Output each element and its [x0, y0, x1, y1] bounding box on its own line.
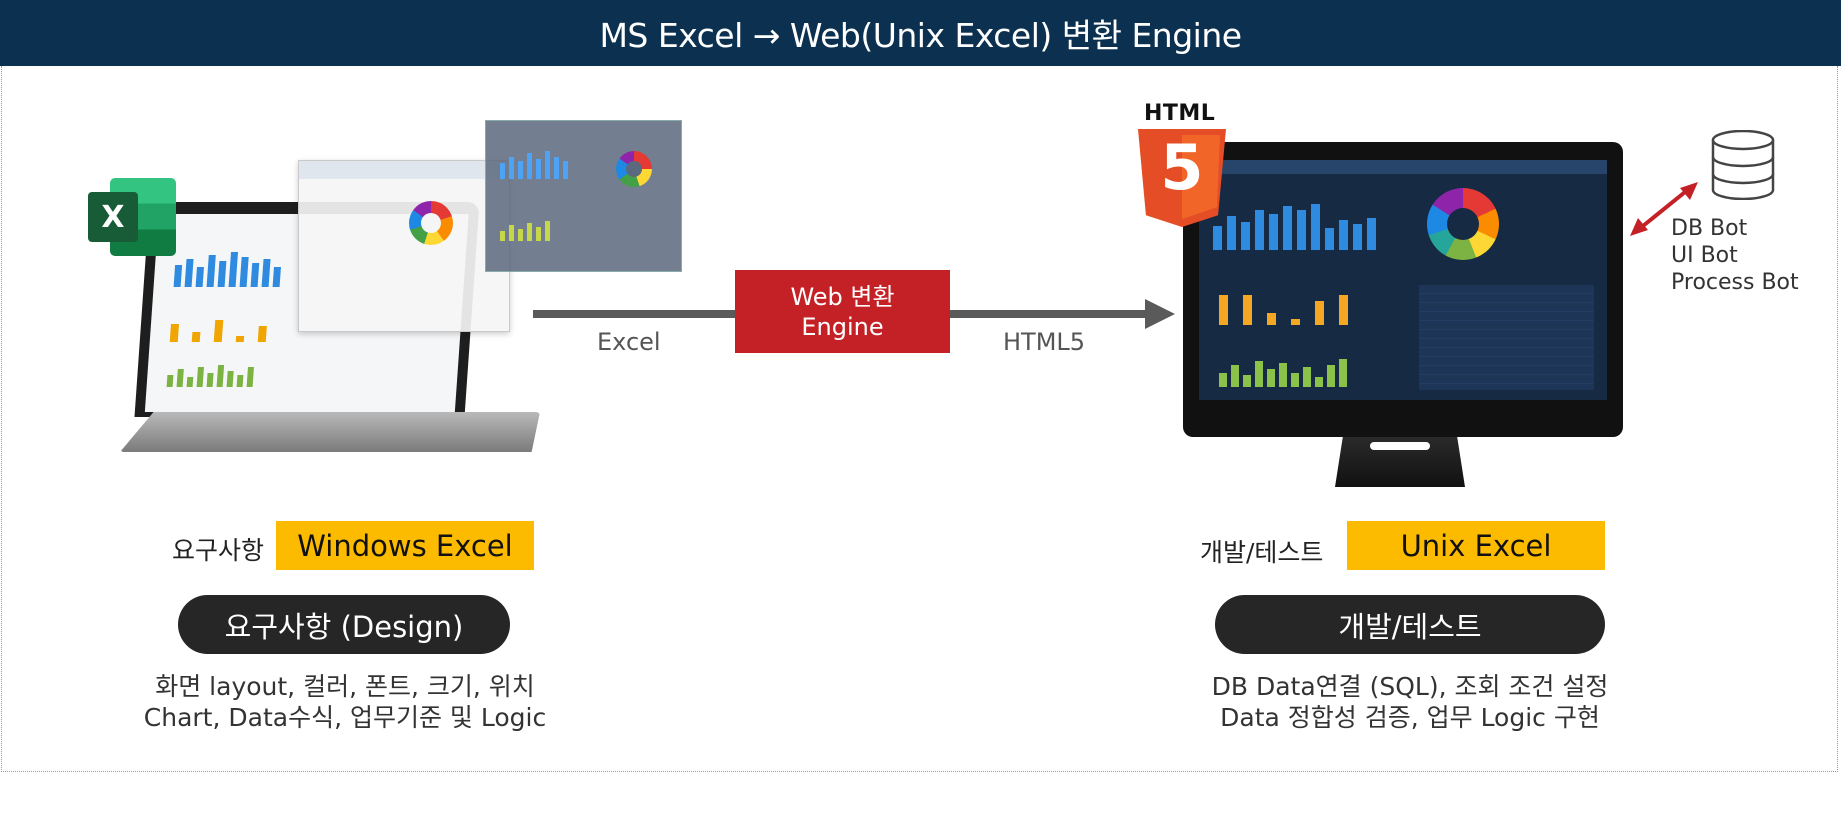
- left-pill: 요구사항 (Design): [178, 595, 510, 654]
- engine-label-line1: Web 변환: [790, 282, 895, 311]
- right-caption: 개발/테스트: [1200, 538, 1324, 567]
- engine-label-line2: Engine: [801, 312, 884, 341]
- floating-dashboard: [485, 120, 682, 272]
- page-title: MS Excel → Web(Unix Excel) 변환 Engine: [0, 0, 1841, 66]
- bot-label-db: DB Bot: [1671, 216, 1748, 241]
- database-icon: [1710, 129, 1776, 204]
- right-description: DB Data연결 (SQL), 조회 조건 설정 Data 정합성 검증, 업…: [1160, 671, 1660, 733]
- left-tag: Windows Excel: [276, 521, 534, 570]
- right-desc-line1: DB Data연결 (SQL), 조회 조건 설정: [1211, 672, 1609, 701]
- left-desc-line1: 화면 layout, 컬러, 폰트, 크기, 위치: [155, 672, 535, 701]
- right-tag: Unix Excel: [1347, 521, 1605, 570]
- flow-input-label: Excel: [597, 328, 661, 356]
- monitor-screen: [1183, 142, 1623, 437]
- left-desc-line2: Chart, Data수식, 업무기준 및 Logic: [143, 703, 547, 732]
- laptop-base: [120, 412, 540, 452]
- right-desc-line2: Data 정합성 검증, 업무 Logic 구현: [1220, 703, 1600, 732]
- flow-line-right: [948, 310, 1148, 318]
- left-caption: 요구사항: [172, 536, 265, 565]
- html5-logo-icon: HTML 5: [1138, 101, 1228, 229]
- bot-label-process: Process Bot: [1671, 270, 1799, 295]
- bot-label-ui: UI Bot: [1671, 243, 1738, 268]
- diagram-frame: [1, 66, 1838, 772]
- excel-logo-icon: X: [88, 178, 178, 256]
- flow-arrowhead: [1145, 299, 1175, 329]
- bidirectional-arrow-icon: [1628, 180, 1700, 242]
- laptop-illustration: [90, 120, 682, 470]
- monitor-illustration: [1180, 140, 1625, 520]
- right-pill: 개발/테스트: [1215, 595, 1605, 654]
- flow-output-label: HTML5: [1003, 328, 1086, 356]
- left-description: 화면 layout, 컬러, 폰트, 크기, 위치 Chart, Data수식,…: [110, 671, 580, 733]
- flow-line-left: [533, 310, 738, 318]
- web-conversion-engine-box: Web 변환 Engine: [735, 270, 950, 353]
- floating-spreadsheet: [298, 160, 510, 332]
